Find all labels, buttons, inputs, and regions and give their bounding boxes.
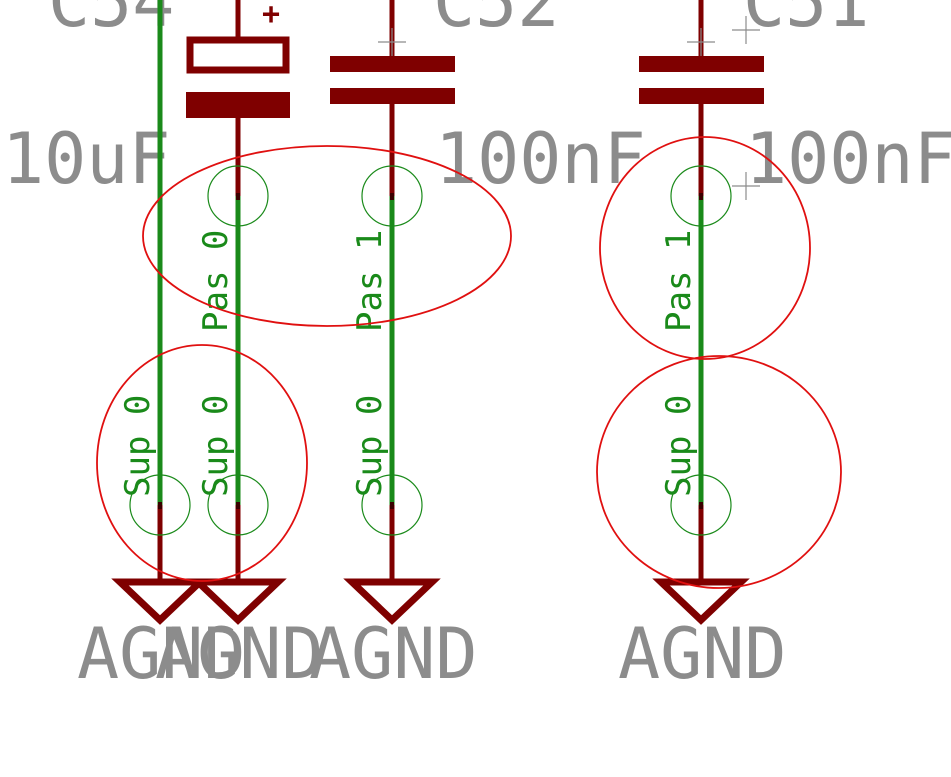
pin-circles	[129, 165, 732, 536]
c51-value-label: 100nF	[745, 118, 951, 200]
pin-label-sup0-c52: Sup 0	[350, 395, 390, 497]
highlight-c51-pas	[599, 136, 811, 360]
agnd-symbols[interactable]	[111, 578, 750, 625]
c54-capacitor[interactable]	[186, 0, 290, 582]
agnd-symbol-1	[111, 578, 209, 625]
highlight-pas-pins	[142, 145, 512, 327]
pin-label-sup0-left: Sup 0	[118, 395, 158, 497]
pin-label-pas1-c51: Pas 1	[659, 230, 699, 332]
agnd-label-3: AGND	[309, 613, 478, 695]
highlight-c51-sup	[596, 355, 842, 589]
pin-markers	[158, 193, 703, 509]
pin-label-pas0: Pas 0	[196, 230, 236, 332]
agnd-label-2: AGND	[155, 613, 324, 695]
c54-name-label: C54	[48, 0, 174, 43]
pin-label-pas1-c52: Pas 1	[350, 230, 390, 332]
c51-name-label: C51	[743, 0, 869, 43]
agnd-symbol-4	[652, 578, 750, 625]
polarity-plus-icon: +	[262, 0, 280, 32]
origin-crosses	[378, 16, 760, 200]
pin-label-sup0-c54: Sup 0	[196, 395, 236, 497]
highlight-sup-left	[96, 344, 308, 582]
c51-capacitor[interactable]	[639, 0, 764, 582]
c52-capacitor[interactable]	[330, 0, 455, 582]
highlight-ellipses	[96, 136, 842, 589]
agnd-symbol-2	[189, 578, 287, 625]
agnd-label-1: AGND	[77, 613, 246, 695]
c54-value-label: 10uF	[2, 118, 171, 200]
agnd-symbol-3	[343, 578, 441, 625]
c52-value-label: 100nF	[435, 118, 646, 200]
c52-name-label: C52	[433, 0, 559, 43]
pin-label-sup0-c51: Sup 0	[659, 395, 699, 497]
agnd-label-4: AGND	[618, 613, 787, 695]
